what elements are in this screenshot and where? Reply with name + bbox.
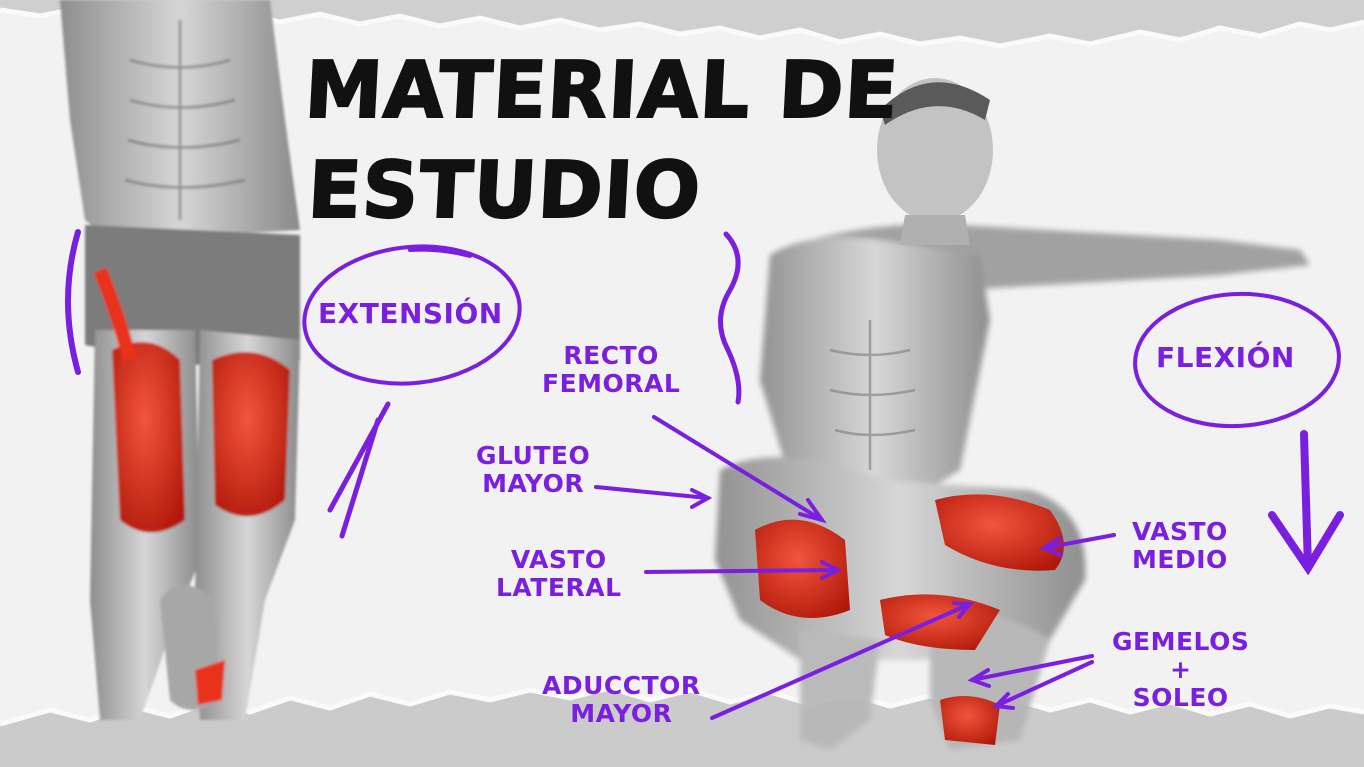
down-arrow-icon [1300, 430, 1312, 572]
flexion-circle [1133, 291, 1341, 429]
extension-label: EXTENSIÓN [318, 297, 503, 330]
extension-bracket [65, 229, 81, 375]
arrow-recto-femoral [652, 415, 824, 522]
quadriceps-left-highlight [112, 342, 185, 533]
extension-circle [302, 244, 522, 386]
aductor-highlight [880, 594, 1000, 650]
extension-stroke-2 [339, 417, 381, 539]
arrow-gemelos-2 [994, 660, 1094, 708]
arrow-gluteo-mayor [594, 485, 710, 500]
gluteo-mayor-label: GLUTEO MAYOR [476, 441, 591, 498]
annotation-strokes [65, 229, 1344, 720]
squat-bracket [717, 231, 742, 405]
arrow-aductor-mayor [710, 602, 972, 720]
gemelos-soleo-label: GEMELOS + SOLEO [1112, 627, 1250, 712]
aductor-mayor-label: ADUCCTOR MAYOR [542, 671, 701, 728]
squat-figure [715, 78, 1310, 750]
page-title-line-2: ESTUDIO [305, 145, 705, 237]
arrow-vasto-lateral [644, 568, 840, 574]
arrow-vasto-medio [1042, 533, 1116, 550]
standing-figure [60, 0, 300, 720]
page-title-line-1: MATERIAL DE [302, 45, 902, 137]
vasto-lateral-label: VASTO LATERAL [496, 545, 622, 602]
vasto-medio-highlight [935, 494, 1064, 571]
quadriceps-right-highlight [212, 352, 290, 517]
vasto-medio-label: VASTO MEDIO [1132, 517, 1228, 574]
flexion-label: FLEXIÓN [1156, 341, 1295, 374]
recto-femoral-label: RECTO FEMORAL [542, 341, 681, 398]
arrow-gemelos-1 [970, 654, 1094, 682]
gemelos-highlight [940, 696, 1000, 745]
